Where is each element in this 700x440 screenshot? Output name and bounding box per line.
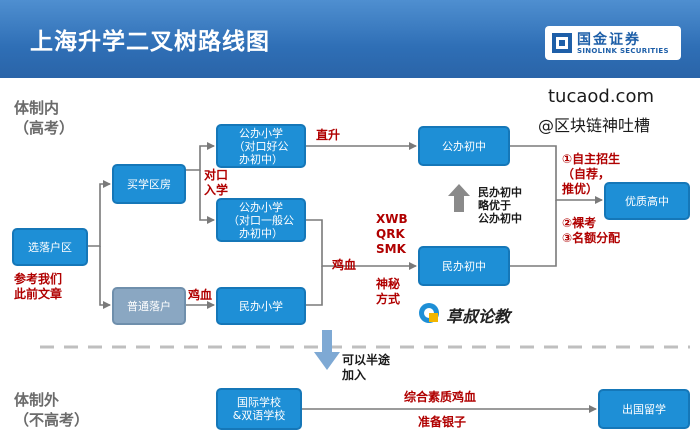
note-prepare-money: 准备银子 xyxy=(418,415,467,429)
watermark-author: @区块链神吐槽 xyxy=(538,116,651,135)
note-direct-up: 直升 xyxy=(316,128,341,142)
side-label-outside-system: 体制外 （不高考） xyxy=(14,391,90,429)
note-admission-paths-1: ①自主招生 （自荐， 推优） xyxy=(562,152,621,196)
page-title: 上海升学二叉树路线图 xyxy=(30,29,270,55)
node-private-middle: 民办初中 xyxy=(418,246,510,286)
logo-text-en: SINOLINK SECURITIES xyxy=(577,47,669,55)
note-quality-blood: 综合素质鸡血 xyxy=(404,390,477,404)
logo-text-cn: 国金证券 xyxy=(577,32,641,48)
company-logo: 国金证券 SINOLINK SECURITIES xyxy=(545,26,681,60)
note-see-articles: 参考我们 此前文章 xyxy=(14,272,63,301)
node-international-school: 国际学校 &双语学校 xyxy=(216,388,302,430)
note-private-better: 民办初中 略优于 公办初中 xyxy=(478,186,522,225)
up-arrow-icon xyxy=(448,184,470,212)
side-label-inside-system: 体制内 （高考） xyxy=(14,99,75,137)
note-matched-enroll: 对口 入学 xyxy=(204,168,229,197)
node-choose-hukou: 选落户区 xyxy=(12,228,88,266)
node-public-middle: 公办初中 xyxy=(418,126,510,166)
note-mystery-method: 神秘 方式 xyxy=(376,277,401,306)
node-top-high-school: 优质高中 xyxy=(604,182,690,220)
brand-logo-icon xyxy=(419,303,439,323)
note-chicken-blood-middle: 鸡血 xyxy=(332,258,357,272)
node-private-primary: 民办小学 xyxy=(216,287,306,325)
sinolink-logo-icon xyxy=(552,33,572,53)
note-chicken-blood-primary: 鸡血 xyxy=(188,288,213,302)
down-arrow-icon xyxy=(314,330,340,370)
note-admission-paths-2: ②裸考 ③名额分配 xyxy=(562,216,621,245)
node-buy-district-house: 买学区房 xyxy=(112,164,186,204)
watermark-site: tucaod.com xyxy=(548,86,654,107)
node-study-abroad: 出国留学 xyxy=(598,389,690,429)
header-banner: 上海升学二叉树路线图 国金证券 SINOLINK SECURITIES xyxy=(0,0,700,78)
brand-text: 草叔论教 xyxy=(446,307,511,326)
node-normal-hukou: 普通落户 xyxy=(112,287,186,325)
node-public-primary-average: 公办小学 （对口一般公 办初中） xyxy=(216,198,306,242)
node-public-primary-good: 公办小学 （对口好公 办初中） xyxy=(216,124,306,168)
note-exam-abbreviations: XWB QRK SMK xyxy=(376,212,408,256)
note-can-join-midway: 可以半途 加入 xyxy=(342,353,391,382)
